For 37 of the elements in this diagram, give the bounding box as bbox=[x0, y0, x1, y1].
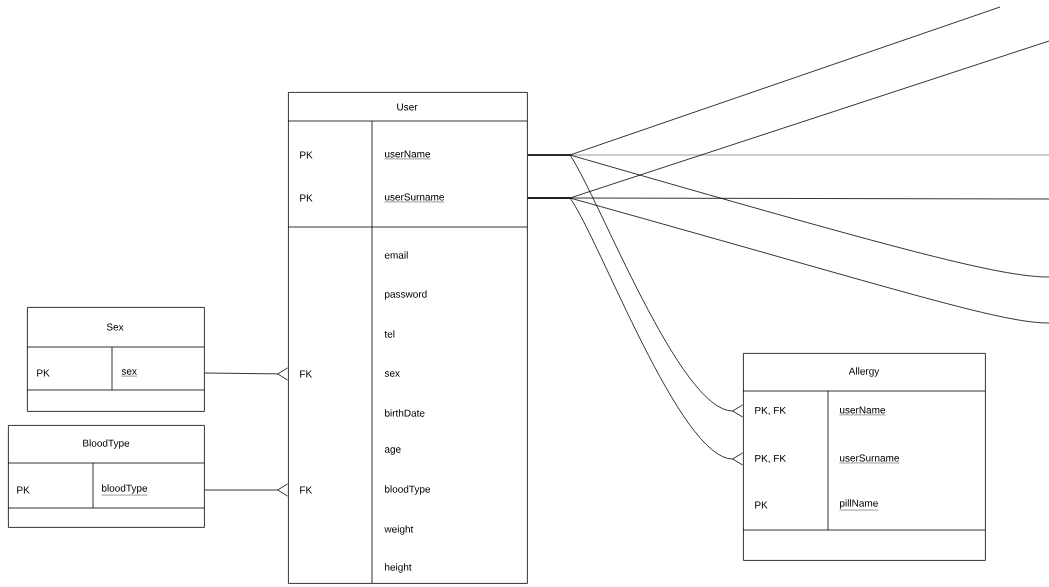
entity-table bbox=[7, 425, 205, 528]
table-title: BloodType bbox=[83, 439, 130, 449]
key-label: PK bbox=[37, 369, 50, 377]
key-label: PK, FK bbox=[755, 454, 786, 464]
field-name: bloodType bbox=[101, 484, 148, 496]
key-label: PK bbox=[17, 486, 30, 494]
relationship-line bbox=[204, 367, 289, 381]
table-title: User bbox=[397, 103, 418, 111]
table-title: Sex bbox=[106, 323, 124, 331]
field-name: sex bbox=[384, 371, 400, 377]
field-name: userSurname bbox=[384, 193, 445, 203]
key-label: PK bbox=[300, 151, 313, 159]
field-name: userName bbox=[384, 150, 431, 160]
key-label: FK bbox=[300, 370, 313, 378]
entity-table bbox=[26, 307, 205, 412]
field-name: tel bbox=[384, 330, 395, 338]
field-name: pillName bbox=[839, 499, 879, 511]
field-name: userSurname bbox=[839, 454, 900, 464]
key-label: PK bbox=[300, 194, 313, 202]
key-label: FK bbox=[300, 486, 313, 494]
field-name: password bbox=[385, 290, 427, 300]
field-name: age bbox=[384, 447, 401, 455]
field-name: bloodType bbox=[385, 485, 431, 495]
relationship-line bbox=[204, 483, 288, 497]
key-label: PK bbox=[755, 501, 768, 509]
relationship-line bbox=[527, 154, 743, 418]
field-name: email bbox=[384, 251, 408, 259]
field-name: userName bbox=[839, 406, 886, 416]
entity-table bbox=[287, 92, 528, 584]
field-name: height bbox=[385, 563, 412, 573]
entity-table bbox=[742, 353, 986, 561]
key-label: PK, FK bbox=[755, 406, 786, 416]
table-title: Allergy bbox=[848, 367, 880, 377]
field-name: birthDate bbox=[385, 409, 425, 417]
relationship-line bbox=[527, 197, 743, 466]
field-name: sex bbox=[121, 369, 138, 377]
field-name: weight bbox=[384, 525, 414, 535]
